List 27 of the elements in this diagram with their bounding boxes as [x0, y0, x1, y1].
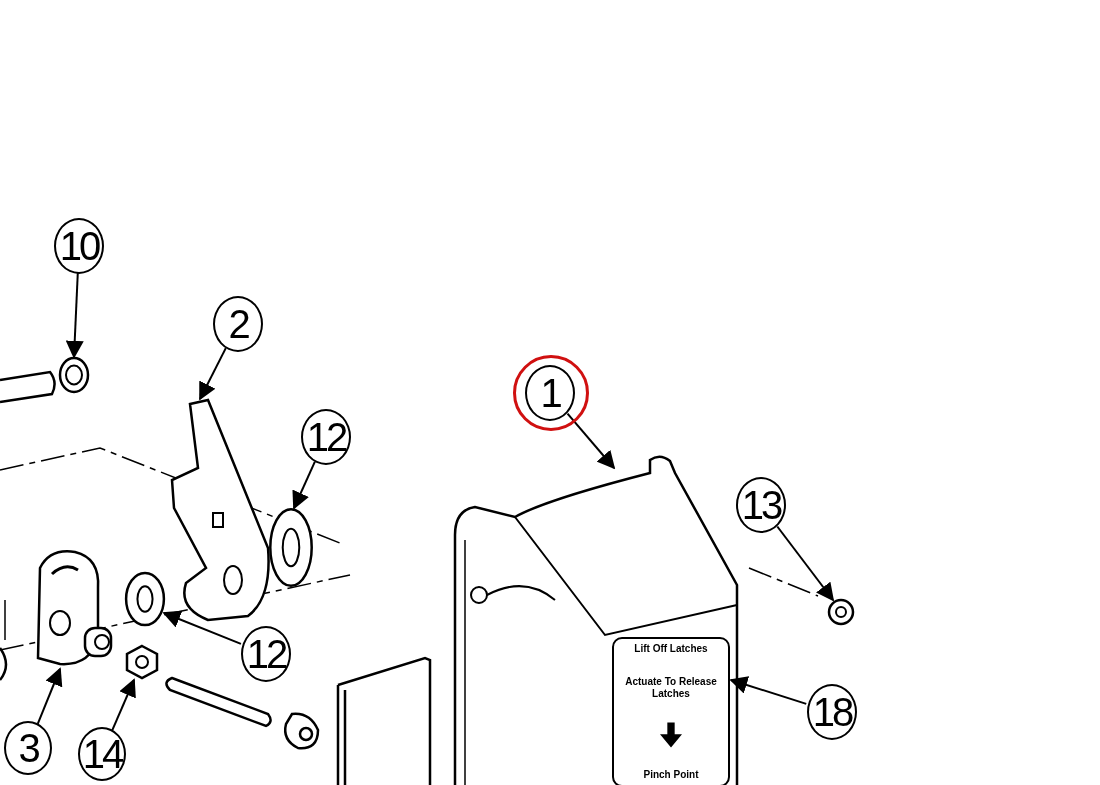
callout-number: 3 — [4, 721, 52, 775]
callout-number: 10 — [54, 218, 104, 274]
leader-line — [776, 525, 835, 602]
decal-text: Lift Off Latches — [634, 643, 708, 655]
callout-number: 12 — [301, 409, 351, 465]
callout-number: 1 — [525, 365, 575, 421]
leader-line — [199, 347, 227, 401]
leader-line — [566, 412, 616, 470]
screw-drawing — [827, 598, 855, 626]
leader-line — [162, 610, 242, 645]
leader-line — [36, 667, 63, 725]
washer-drawing — [124, 570, 166, 628]
callout-number: 2 — [213, 296, 263, 352]
callout-number: 13 — [736, 477, 786, 533]
retaining-ring — [58, 356, 90, 394]
callout-number: 18 — [807, 684, 857, 740]
leader-line — [65, 271, 84, 359]
leader-line — [292, 460, 316, 510]
warning-decal — [612, 637, 730, 785]
callout-number: 14 — [78, 727, 126, 781]
decal-text: Pinch Point — [643, 769, 699, 781]
washer-drawing — [268, 505, 314, 590]
callout-number: 12 — [241, 626, 291, 682]
decal-text: Actuate To Release Latches — [624, 676, 718, 701]
nut-drawing — [124, 644, 160, 680]
leader-line — [729, 676, 808, 705]
leader-line — [111, 678, 136, 732]
